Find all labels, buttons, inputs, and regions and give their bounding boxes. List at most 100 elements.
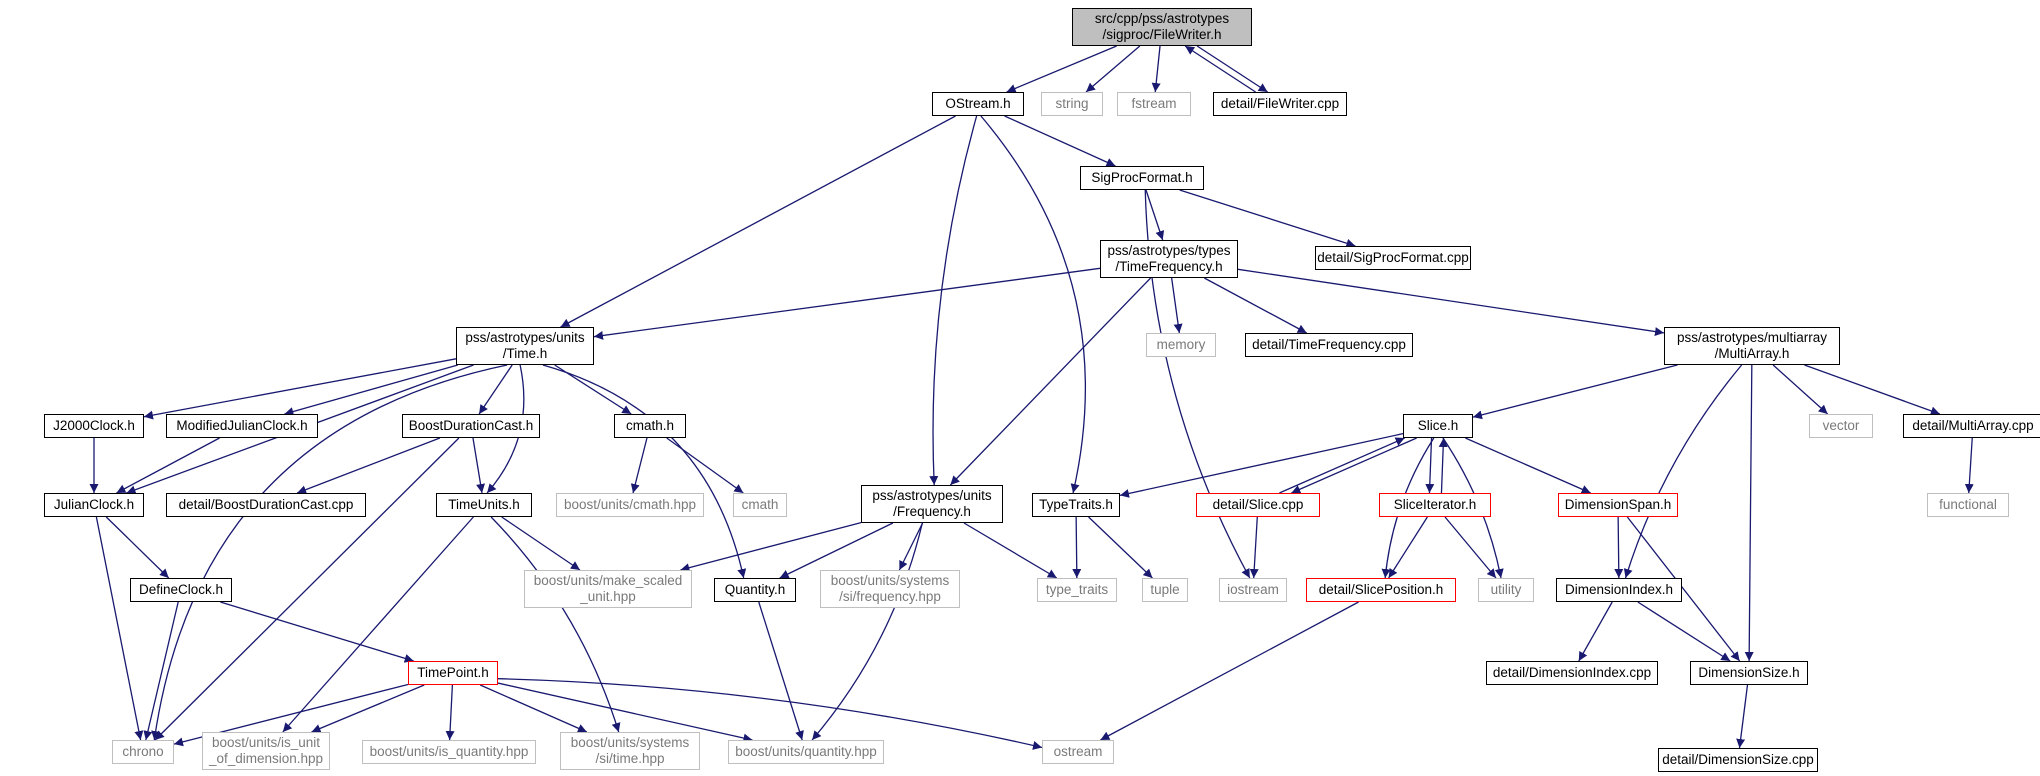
node-modjulianclock-h[interactable]: ModifiedJulianClock.h [166, 414, 318, 438]
edge-multiarray-h-to-vector [1772, 364, 1829, 415]
node-time-h[interactable]: pss/astrotypes/units /Time.h [456, 327, 594, 365]
edge-time-h-to-quantity-h [542, 364, 747, 579]
node-si-frequency-hpp: boost/units/systems /si/frequency.hpp [820, 570, 960, 608]
edge-ostream-h-to-time-h [560, 115, 956, 328]
edge-layer [89, 45, 1974, 750]
node-vector: vector [1809, 414, 1873, 438]
edge-ostream-h-to-frequency-h [929, 115, 978, 486]
edge-multiarray-h-to-multiarray-cpp [1804, 364, 1941, 416]
edge-slice-h-to-sliceiterator-h [1425, 437, 1435, 494]
edge-time-h-to-j2000clock-h [143, 358, 457, 420]
edge-quantity-h-to-quantity-hpp [758, 601, 804, 741]
edge-filewriter-h-to-filewriter-cpp [1196, 45, 1268, 93]
node-dimensionsize-h[interactable]: DimensionSize.h [1690, 661, 1808, 685]
edge-sliceposition-h-to-ostream [1100, 601, 1359, 741]
node-fstream: fstream [1117, 92, 1191, 116]
node-filewriter-h[interactable]: src/cpp/pss/astrotypes /sigproc/FileWrit… [1072, 8, 1252, 46]
node-sliceposition-h[interactable]: detail/SlicePosition.h [1306, 578, 1456, 602]
edge-sigprocformat-h-to-sigprocformat-cpp [1179, 189, 1356, 248]
node-multiarray-h[interactable]: pss/astrotypes/multiarray /MultiArray.h [1664, 327, 1840, 365]
edge-multiarray-cpp-to-functional [1964, 437, 1974, 494]
node-dimensionsize-cpp[interactable]: detail/DimensionSize.cpp [1658, 748, 1818, 772]
node-quantity-hpp: boost/units/quantity.hpp [728, 740, 884, 764]
edge-boostdurationcast-h-to-chrono [154, 437, 460, 741]
edge-julianclock-h-to-defineclock-h [105, 516, 170, 579]
edge-filewriter-h-to-ostream-h [1006, 45, 1117, 93]
edge-filewriter-h-to-string [1085, 45, 1141, 93]
node-typetraits-h[interactable]: TypeTraits.h [1032, 493, 1120, 517]
edge-typetraits-h-to-tuple [1088, 516, 1153, 579]
edge-dimensionspan-h-to-dimensionindex-h [1614, 516, 1624, 579]
edge-defineclock-h-to-timepoint-h [220, 601, 414, 663]
node-utility: utility [1478, 578, 1534, 602]
node-sliceiterator-h[interactable]: SliceIterator.h [1379, 493, 1491, 517]
edge-time-h-to-chrono [151, 364, 508, 741]
edge-dimensionspan-h-to-dimensionsize-h [1626, 516, 1741, 662]
edge-ostream-h-to-typetraits-h [980, 115, 1086, 494]
node-ostream-h[interactable]: OStream.h [932, 92, 1024, 116]
edge-dimensionsize-h-to-dimensionsize-cpp [1736, 684, 1749, 749]
edge-timeunits-h-to-is-unit-of-dimension-hpp [282, 516, 474, 733]
node-is-unit-of-dimension-hpp: boost/units/is_unit _of_dimension.hpp [202, 732, 330, 770]
node-julianclock-h[interactable]: JulianClock.h [44, 493, 144, 517]
node-dimensionspan-h[interactable]: DimensionSpan.h [1558, 493, 1678, 517]
edge-typetraits-h-to-type-traits [1072, 516, 1082, 579]
edge-slice-h-to-slice-cpp [1291, 437, 1417, 494]
edge-timeunits-h-to-make-scaled-unit-hpp [501, 516, 581, 571]
edge-sliceiterator-h-to-slice-h [1438, 437, 1448, 494]
edge-julianclock-h-to-chrono [95, 516, 144, 741]
edge-dimensionindex-h-to-dimensionsize-h [1637, 601, 1731, 662]
edge-time-h-to-modjulianclock-h [284, 364, 458, 416]
edge-dimensionindex-h-to-dimensionindex-cpp [1578, 601, 1613, 662]
node-multiarray-cpp[interactable]: detail/MultiArray.cpp [1903, 414, 2040, 438]
node-slice-cpp[interactable]: detail/Slice.cpp [1196, 493, 1320, 517]
edge-frequency-h-to-si-frequency-hpp [898, 522, 924, 571]
node-boostdurationcast-cpp[interactable]: detail/BoostDurationCast.cpp [166, 493, 366, 517]
edge-slice-h-to-dimensionspan-h [1465, 437, 1591, 494]
edge-timepoint-h-to-ostream [497, 678, 1043, 750]
node-frequency-h[interactable]: pss/astrotypes/units /Frequency.h [861, 485, 1003, 523]
node-j2000clock-h[interactable]: J2000Clock.h [44, 414, 144, 438]
node-timeunits-h[interactable]: TimeUnits.h [436, 493, 532, 517]
edge-slice-h-to-typetraits-h [1119, 433, 1404, 498]
node-sigprocformat-cpp[interactable]: detail/SigProcFormat.cpp [1315, 246, 1471, 270]
edge-timefrequency-h-to-memory [1171, 277, 1183, 334]
edge-timepoint-h-to-is-quantity-hpp [445, 684, 455, 741]
edge-multiarray-h-to-dimensionsize-h [1744, 364, 1754, 662]
edge-timepoint-h-to-si-time-hpp [479, 684, 588, 733]
edge-filewriter-h-to-fstream [1151, 45, 1161, 93]
edge-ostream-h-to-sigprocformat-h [1004, 115, 1116, 167]
edge-timeunits-h-to-si-time-hpp [490, 516, 621, 733]
node-timefrequency-h[interactable]: pss/astrotypes/types /TimeFrequency.h [1100, 240, 1238, 278]
node-si-time-hpp: boost/units/systems /si/time.hpp [560, 732, 700, 770]
node-boostdurationcast-h[interactable]: BoostDurationCast.h [402, 414, 540, 438]
edge-boostdurationcast-h-to-timeunits-h [472, 437, 486, 494]
node-dimensionindex-h[interactable]: DimensionIndex.h [1556, 578, 1682, 602]
node-string: string [1041, 92, 1103, 116]
edge-boostdurationcast-h-to-boostdurationcast-cpp [296, 437, 441, 494]
node-slice-h[interactable]: Slice.h [1403, 414, 1473, 438]
edge-frequency-h-to-quantity-hpp [811, 522, 923, 741]
node-sigprocformat-h[interactable]: SigProcFormat.h [1080, 166, 1204, 190]
edge-cmath-h-to-boost-cmath-hpp [630, 437, 648, 494]
node-iostream: iostream [1219, 578, 1287, 602]
edge-timefrequency-h-to-timefrequency-cpp [1204, 277, 1307, 334]
node-timepoint-h[interactable]: TimePoint.h [408, 661, 498, 685]
node-quantity-h[interactable]: Quantity.h [714, 578, 796, 602]
node-filewriter-cpp[interactable]: detail/FileWriter.cpp [1213, 92, 1347, 116]
edge-timepoint-h-to-quantity-hpp [497, 682, 753, 743]
node-cmath-h[interactable]: cmath.h [614, 414, 686, 438]
node-chrono: chrono [112, 740, 174, 764]
node-dimensionindex-cpp[interactable]: detail/DimensionIndex.cpp [1486, 661, 1658, 685]
edge-multiarray-h-to-slice-h [1472, 364, 1678, 420]
edge-timefrequency-h-to-multiarray-h [1237, 268, 1665, 336]
node-defineclock-h[interactable]: DefineClock.h [130, 578, 232, 602]
node-timefrequency-cpp[interactable]: detail/TimeFrequency.cpp [1245, 333, 1413, 357]
node-tuple: tuple [1142, 578, 1188, 602]
node-functional: functional [1927, 493, 2009, 517]
edge-time-h-to-boostdurationcast-h [478, 364, 513, 415]
edge-defineclock-h-to-chrono [143, 601, 179, 741]
edge-frequency-h-to-type-traits [963, 522, 1058, 579]
node-ostream: ostream [1042, 740, 1114, 764]
